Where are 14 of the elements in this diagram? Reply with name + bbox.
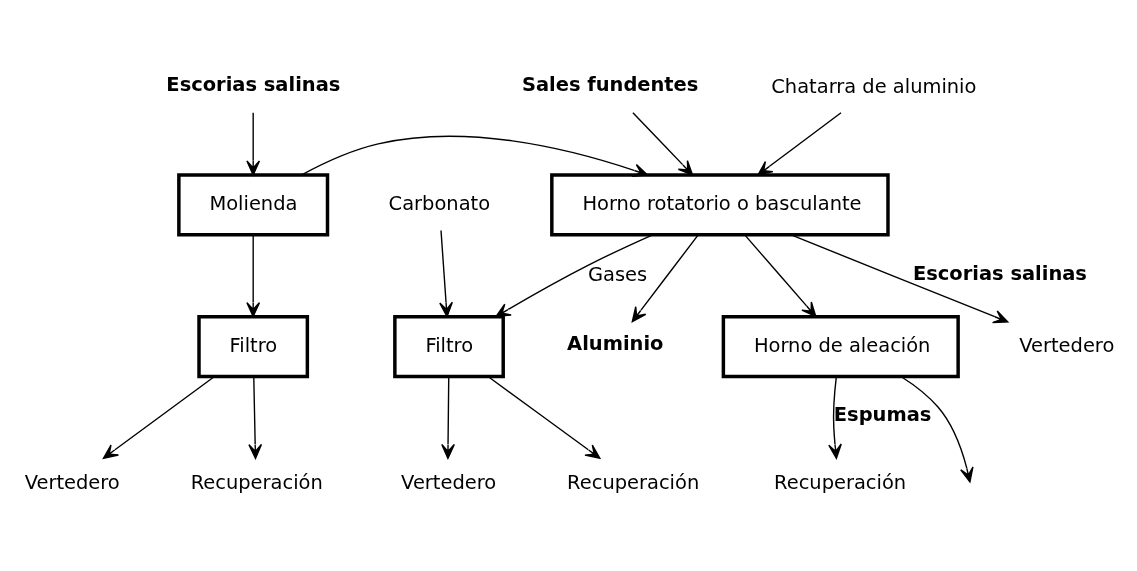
node-text: Recuperación — [567, 470, 700, 494]
edge-label: Espumas — [833, 403, 932, 427]
node-text: Carbonato — [388, 192, 491, 216]
node-text: Vertedero — [1019, 333, 1115, 357]
node-text: Sales fundentes — [521, 73, 699, 97]
node-text: Aluminio — [567, 332, 664, 356]
node-text: Chatarra de aluminio — [771, 74, 977, 98]
node-text: Vertedero — [24, 470, 120, 494]
edge-label: Escorias salinas — [912, 261, 1087, 285]
node-text: Recuperación — [190, 470, 323, 494]
node-text: Vertedero — [401, 470, 497, 494]
node-text: Escorias salinas — [166, 73, 341, 97]
node-text: Recuperación — [774, 470, 907, 494]
edge-label: Gases — [587, 262, 648, 286]
